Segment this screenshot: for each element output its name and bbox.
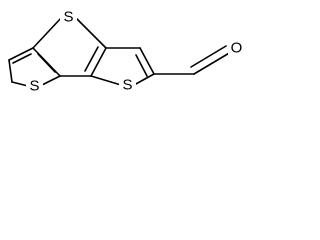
bond-c5-c6 <box>90 47 107 77</box>
sulfur-label-bottom-mid: S <box>122 77 132 94</box>
bond-c3-s <box>11 81 29 87</box>
bond-c1-c2-double <box>12 53 32 64</box>
bond-c4-c1-double <box>37 53 56 73</box>
bond-c7-c8-double <box>135 54 148 77</box>
bond-cho-o <box>193 51 232 75</box>
bond-c5-c6-double <box>84 46 99 72</box>
oxygen-atom-aldehyde: O <box>228 39 245 57</box>
chemical-structure-diagram: S S S O <box>8 8 245 95</box>
bond-s-top-c6 <box>74 16 107 49</box>
bond-s-mid-c5 <box>90 75 122 86</box>
sulfur-label-bottom-left: S <box>29 78 39 95</box>
bond-c1-c2 <box>8 47 34 61</box>
sulfur-atom-top: S <box>60 8 77 26</box>
sulfur-label-top: S <box>63 9 73 26</box>
bond-c1-s-top <box>32 16 63 49</box>
bond-cho-o-double <box>190 45 227 68</box>
bond-c2-c3 <box>8 59 13 83</box>
oxygen-label-aldehyde: O <box>231 40 243 57</box>
bond-c7-c8 <box>139 47 155 75</box>
bond-c8-s-mid <box>133 73 155 86</box>
sulfur-atom-bottom-mid: S <box>119 76 136 94</box>
bond-s-c4 <box>39 75 61 87</box>
bond-group <box>8 16 232 87</box>
sulfur-atom-bottom-left: S <box>26 77 43 95</box>
atom-labels: S S S O <box>26 8 245 95</box>
